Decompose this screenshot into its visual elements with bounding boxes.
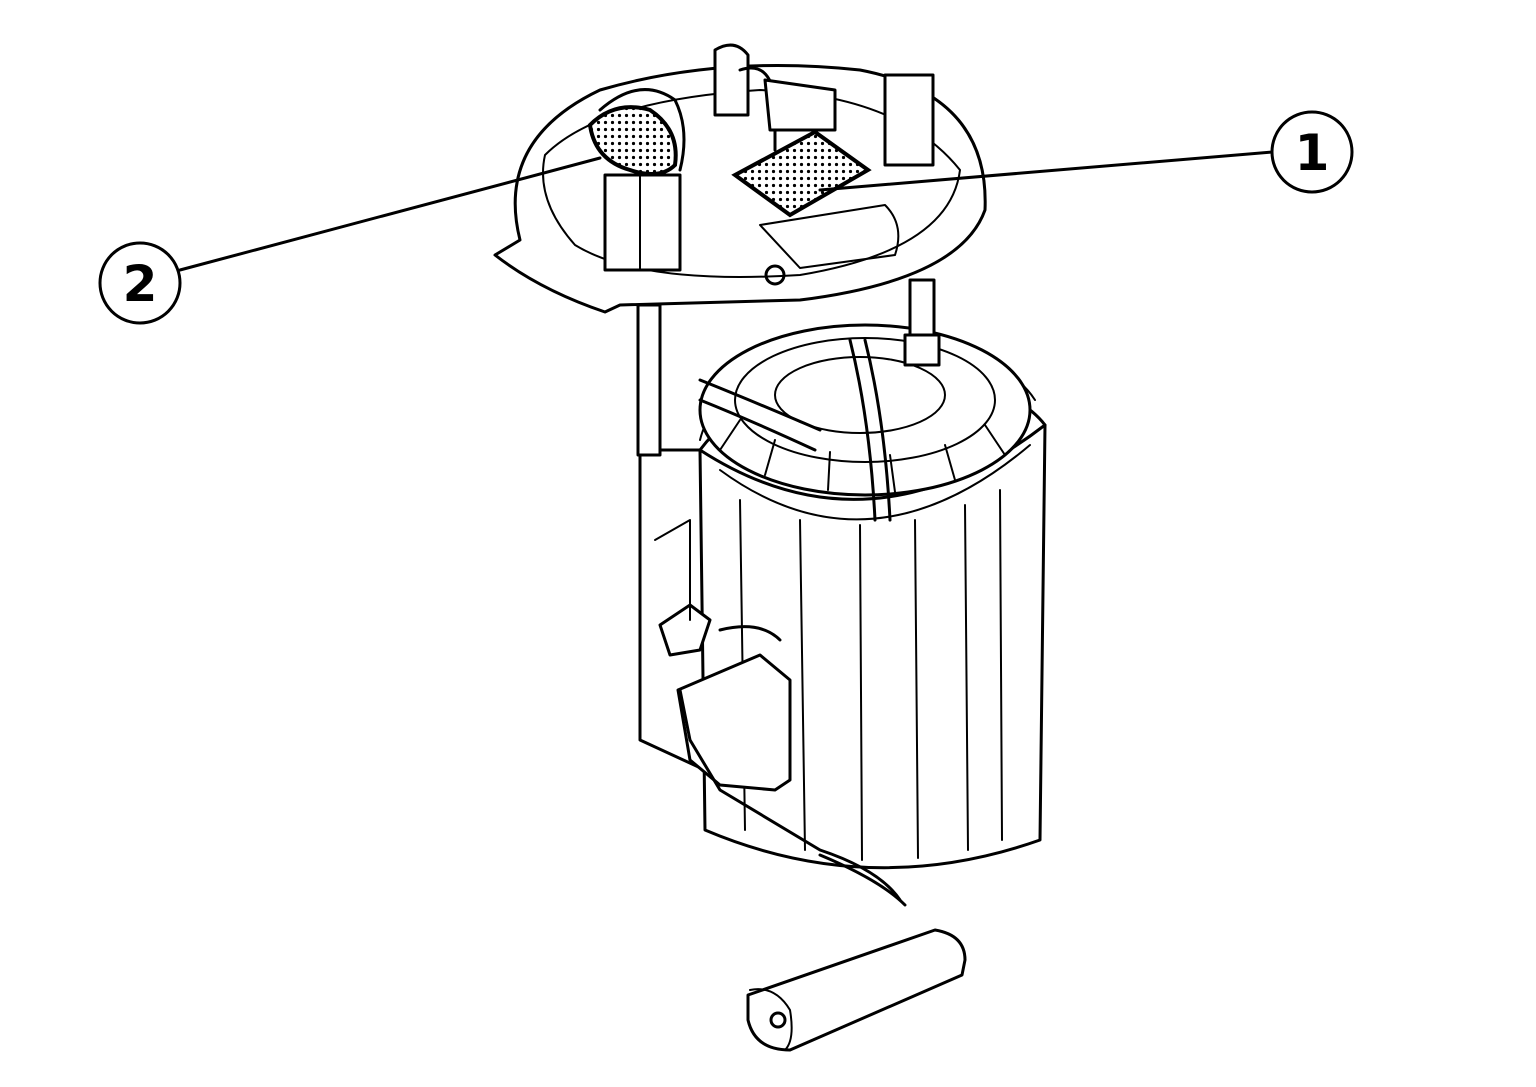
callout-2-label: 2 [123, 255, 158, 313]
fuel-tube [698, 338, 892, 522]
leader-line-1 [818, 150, 1274, 192]
lower-connector [654, 519, 902, 902]
callout-2: 2 [98, 241, 182, 325]
fuel-level-float [746, 853, 967, 1052]
leader-line-2 [178, 156, 602, 272]
callout-1: 1 [1270, 110, 1354, 194]
highlight-connector-1 [731, 129, 872, 218]
callout-1-label: 1 [1295, 124, 1330, 182]
highlight-connector-2 [587, 88, 686, 176]
support-rods [636, 278, 941, 457]
